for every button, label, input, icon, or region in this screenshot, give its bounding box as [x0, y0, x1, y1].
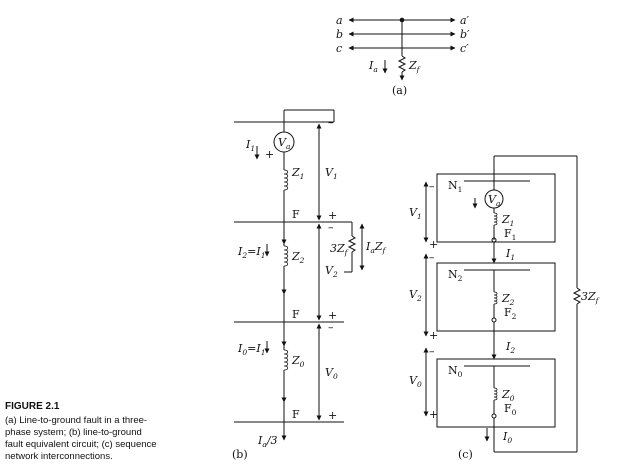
label-3zf: 3Zf — [330, 242, 349, 257]
label-v2: V2 — [325, 264, 338, 279]
fault-impedance-resistor — [397, 55, 407, 73]
label-b-prime: b′ — [460, 28, 470, 41]
label-v0: V0 — [325, 366, 338, 381]
label-z2-c: Z2 — [501, 292, 515, 307]
label-i0-c: I0 — [502, 430, 512, 445]
sign-plus-c2: + — [429, 329, 438, 342]
box-positive-sequence — [436, 173, 556, 243]
label-c-prime: c′ — [460, 42, 469, 55]
label-z2: Z2 — [291, 250, 305, 265]
inductor-z1-c — [493, 212, 498, 226]
label-a: a — [336, 14, 343, 27]
label-n0: N0 — [448, 364, 463, 379]
inductor-z0-c — [493, 387, 498, 401]
resistor-3zf-c — [572, 287, 582, 305]
panel-b-label: (b) — [232, 448, 248, 461]
resistor-3zf — [347, 235, 357, 253]
caption-line-3: fault equivalent circuit; (c) sequence — [5, 439, 157, 450]
inductor-z0 — [283, 349, 289, 371]
label-v2-c: V2 — [409, 288, 422, 303]
label-iazf: IaZf — [365, 240, 387, 255]
label-i2-c: I2 — [505, 340, 515, 355]
label-a-prime: a′ — [460, 14, 470, 27]
inductor-z1 — [283, 169, 289, 191]
node-f-2: F — [292, 308, 300, 321]
label-c: c — [336, 42, 342, 55]
label-ia-over-3: Ia/3 — [257, 434, 278, 449]
node-f-1: F — [292, 208, 300, 221]
sign-minus-1: – — [328, 116, 334, 129]
panel-a-label: (a) — [392, 84, 407, 97]
label-n1: N1 — [448, 179, 462, 194]
sign-minus-c3: – — [429, 345, 435, 358]
inductor-z2-c — [493, 291, 498, 305]
caption-line-4: network interconnections. — [5, 451, 113, 462]
label-i2-eq-i1: I2=I1 — [237, 245, 266, 260]
sign-plus-1: + — [328, 209, 337, 222]
panel-b-diagram: Va I1 + Z1 Z2 Z0 F F F I2=I1 I0=I1 V1 V2… — [232, 109, 387, 461]
sign-plus-source: + — [265, 148, 274, 161]
panel-c-diagram: N1 N2 N0 Va Z1 F1 Z2 F2 Z0 F0 I1 I2 I0 V… — [409, 155, 600, 461]
caption-title: FIGURE 2.1 — [5, 401, 60, 412]
label-va: Va — [278, 136, 290, 151]
sign-minus-c2: – — [429, 251, 435, 264]
figure-caption: FIGURE 2.1 (a) Line-to-ground fault in a… — [5, 401, 157, 462]
label-z1: Z1 — [291, 166, 304, 181]
label-n2: N2 — [448, 268, 463, 283]
label-f1: F1 — [504, 227, 516, 242]
caption-line-1: (a) Line-to-ground fault in a three- — [5, 415, 147, 426]
label-3zf-c: 3Zf — [581, 290, 600, 305]
sign-plus-2: + — [328, 309, 337, 322]
label-i0-eq-i1: I0=I1 — [237, 342, 266, 357]
panel-c-label: (c) — [458, 448, 473, 461]
inductor-z2 — [283, 245, 289, 267]
label-i1-c: I1 — [505, 247, 515, 262]
sign-minus-2: – — [328, 221, 334, 234]
label-i1: I1 — [245, 138, 255, 153]
label-z1-c: Z1 — [501, 213, 514, 228]
caption-line-2: phase system; (b) line-to-ground — [5, 427, 142, 438]
sign-plus-c1: + — [429, 238, 438, 251]
label-b: b — [336, 28, 343, 41]
label-va-c: Va — [488, 193, 500, 208]
label-f2: F2 — [504, 306, 517, 321]
label-v1: V1 — [325, 166, 338, 181]
label-f0: F0 — [504, 402, 517, 417]
sign-plus-c3: + — [429, 408, 438, 421]
label-zf: Zf — [408, 59, 421, 74]
label-z0: Z0 — [291, 354, 305, 369]
label-v1-c: V1 — [409, 206, 422, 221]
sign-minus-3: – — [328, 321, 334, 334]
node-f-3: F — [292, 408, 300, 421]
panel-a-diagram: a b c a′ b′ c′ Ia Zf (a) — [336, 14, 470, 97]
label-z0-c: Z0 — [501, 388, 515, 403]
label-v0-c: V0 — [409, 374, 422, 389]
label-ia: Ia — [368, 59, 378, 74]
sign-minus-c1: – — [429, 180, 435, 193]
sign-plus-3: + — [328, 409, 337, 422]
